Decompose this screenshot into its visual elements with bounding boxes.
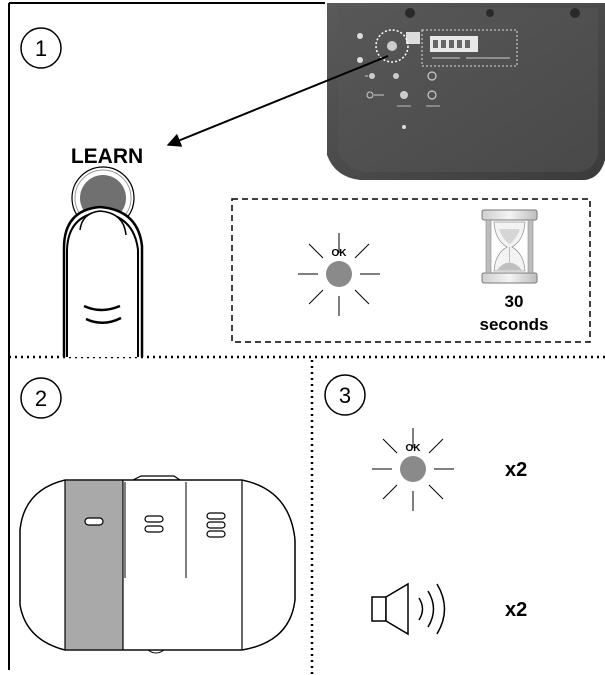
timer-value: 30 <box>505 292 524 311</box>
led-blink-count: x2 <box>505 459 527 481</box>
beep-count: x2 <box>505 599 527 621</box>
status-box <box>231 198 591 343</box>
frame <box>8 2 605 675</box>
hourglass-icon <box>481 209 538 284</box>
finger-press-icon <box>62 166 144 357</box>
step-3-badge: 3 <box>324 374 366 416</box>
step-3-number: 3 <box>339 383 351 408</box>
blinking-led-icon: OK <box>298 233 380 316</box>
step-2-number: 2 <box>35 386 47 411</box>
remote-sensor-icon <box>19 475 296 654</box>
learn-button-label: LEARN <box>71 145 143 168</box>
step-3-panel: 3 OK x2 x2 <box>324 374 527 636</box>
pointer-arrow <box>166 55 389 147</box>
led-ok-label: OK <box>406 443 422 454</box>
blinking-led-icon: OK <box>372 428 454 511</box>
step-2-badge: 2 <box>20 377 62 419</box>
step-1-badge: 1 <box>20 27 62 69</box>
step-1-panel: 1 <box>20 3 605 357</box>
step-2-panel: 2 <box>19 377 296 654</box>
speaker-icon <box>371 582 446 636</box>
led-ok-label: OK <box>332 248 348 259</box>
timer-unit: seconds <box>480 315 549 334</box>
step-1-number: 1 <box>35 36 47 61</box>
control-unit-icon <box>327 3 605 180</box>
